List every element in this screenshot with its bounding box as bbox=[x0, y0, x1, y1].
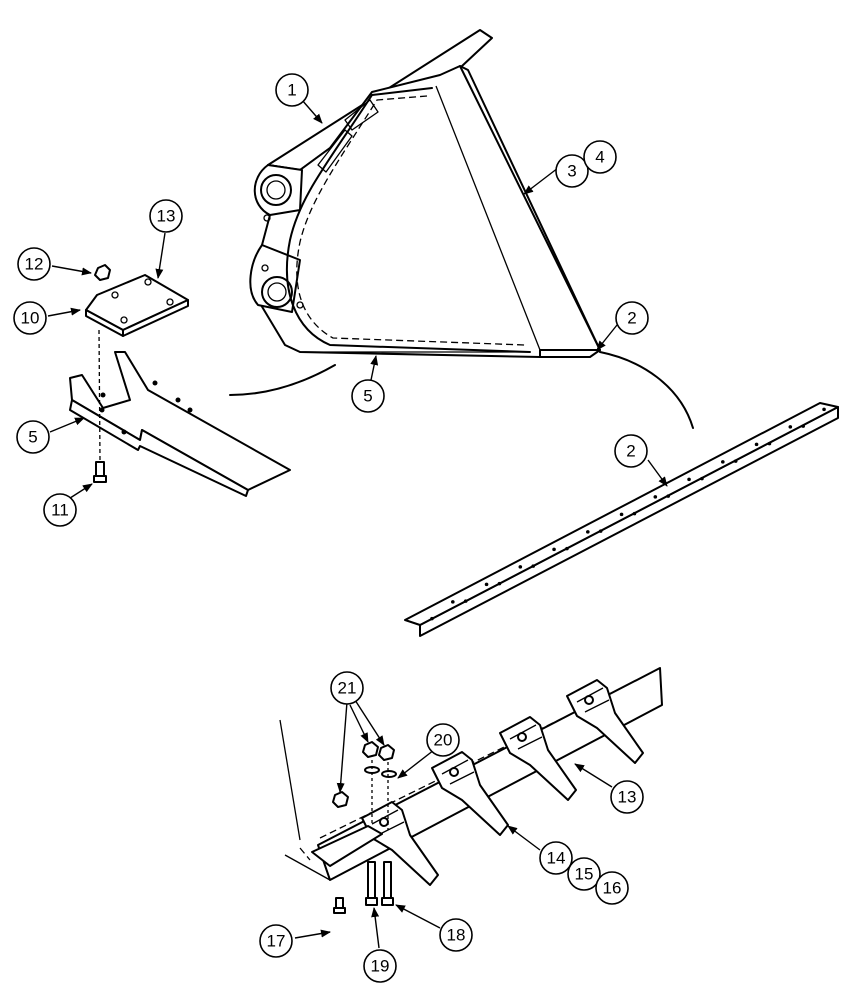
blade-bolt-hole bbox=[666, 494, 670, 498]
callout-5-bucket: 5 bbox=[351, 379, 385, 413]
svg-text:20: 20 bbox=[434, 731, 453, 750]
cutting-edge-blade bbox=[404, 402, 839, 637]
blade-bolt-hole bbox=[430, 616, 434, 621]
blade-bolt-hole bbox=[767, 441, 772, 446]
svg-text:12: 12 bbox=[25, 255, 44, 274]
connector-arc-blade bbox=[599, 351, 694, 429]
svg-text:13: 13 bbox=[618, 788, 637, 807]
blade-bolt-hole bbox=[463, 599, 468, 603]
callout-13-plate: 13 bbox=[149, 199, 183, 233]
blade-bolt-hole bbox=[484, 582, 489, 587]
callout-10: 10 bbox=[13, 301, 47, 335]
callout-1: 1 bbox=[275, 73, 309, 107]
blade-bolt-hole bbox=[552, 547, 556, 552]
svg-text:4: 4 bbox=[595, 148, 604, 167]
blade-bolt-hole bbox=[586, 530, 590, 534]
callout-19: 19 bbox=[363, 949, 397, 983]
callout-13-edge: 13 bbox=[610, 780, 644, 814]
blade-bolt-hole bbox=[788, 425, 793, 429]
blade-bolt-hole bbox=[598, 529, 603, 533]
side-wear-plate bbox=[69, 329, 291, 497]
callout-14: 14 bbox=[539, 841, 573, 875]
blade-bolt-hole bbox=[687, 477, 691, 482]
blade-bolt-hole bbox=[531, 564, 535, 568]
svg-text:14: 14 bbox=[547, 849, 566, 868]
callout-16: 16 bbox=[595, 871, 629, 905]
nut-part bbox=[94, 264, 111, 281]
svg-text:2: 2 bbox=[627, 309, 636, 328]
svg-text:5: 5 bbox=[363, 387, 372, 406]
blade-bolt-hole bbox=[721, 460, 725, 464]
tooth-adapter bbox=[361, 801, 439, 886]
callout-18: 18 bbox=[439, 918, 473, 952]
blade-bolt-hole bbox=[632, 511, 637, 516]
svg-text:16: 16 bbox=[603, 879, 622, 898]
svg-text:17: 17 bbox=[267, 932, 286, 951]
blade-bolt-hole bbox=[754, 442, 759, 447]
fastener-hardware bbox=[332, 741, 397, 914]
blade-bolt-hole bbox=[619, 512, 624, 517]
callout-4: 4 bbox=[583, 140, 617, 174]
bolt-part bbox=[93, 461, 107, 483]
blade-bolt-hole bbox=[653, 495, 658, 499]
callout-15: 15 bbox=[567, 857, 601, 891]
blade-bolt-hole bbox=[822, 407, 826, 412]
svg-text:3: 3 bbox=[567, 162, 576, 181]
svg-text:1: 1 bbox=[287, 81, 296, 100]
blade-bolt-hole bbox=[518, 565, 523, 569]
svg-text:2: 2 bbox=[626, 442, 635, 461]
front-wear-plate bbox=[311, 825, 383, 867]
callout-21: 21 bbox=[330, 671, 364, 705]
svg-text:11: 11 bbox=[51, 501, 69, 520]
callout-20: 20 bbox=[426, 723, 460, 757]
leader-lines bbox=[47, 99, 668, 949]
svg-text:19: 19 bbox=[371, 957, 390, 976]
blade-bolt-hole bbox=[451, 600, 455, 604]
callout-2-top: 2 bbox=[615, 301, 649, 335]
bucket-illustration bbox=[249, 29, 601, 358]
callout-17: 17 bbox=[259, 924, 293, 958]
callout-12: 12 bbox=[17, 247, 51, 281]
callout-3: 3 bbox=[555, 154, 589, 188]
callout-5-plate: 5 bbox=[16, 420, 50, 454]
svg-text:10: 10 bbox=[21, 309, 40, 328]
blade-bolt-hole bbox=[497, 581, 502, 586]
teeth-assembly bbox=[279, 667, 663, 886]
svg-text:15: 15 bbox=[575, 865, 594, 884]
shim-plate bbox=[85, 274, 189, 337]
tooth-adapter bbox=[431, 751, 509, 836]
callout-2-blade: 2 bbox=[614, 434, 648, 468]
svg-text:21: 21 bbox=[338, 679, 357, 698]
connector-arc-plate bbox=[229, 364, 336, 396]
svg-text:13: 13 bbox=[157, 207, 176, 226]
blade-bolt-hole bbox=[565, 546, 569, 551]
blade-bolt-hole bbox=[700, 476, 704, 481]
svg-text:5: 5 bbox=[28, 428, 37, 447]
blade-bolt-hole bbox=[733, 459, 738, 463]
tooth-adapter bbox=[499, 716, 577, 801]
svg-text:18: 18 bbox=[447, 926, 466, 945]
tooth-adapter bbox=[566, 679, 644, 764]
callout-11: 11 bbox=[43, 493, 77, 527]
blade-bolt-hole bbox=[801, 424, 805, 428]
